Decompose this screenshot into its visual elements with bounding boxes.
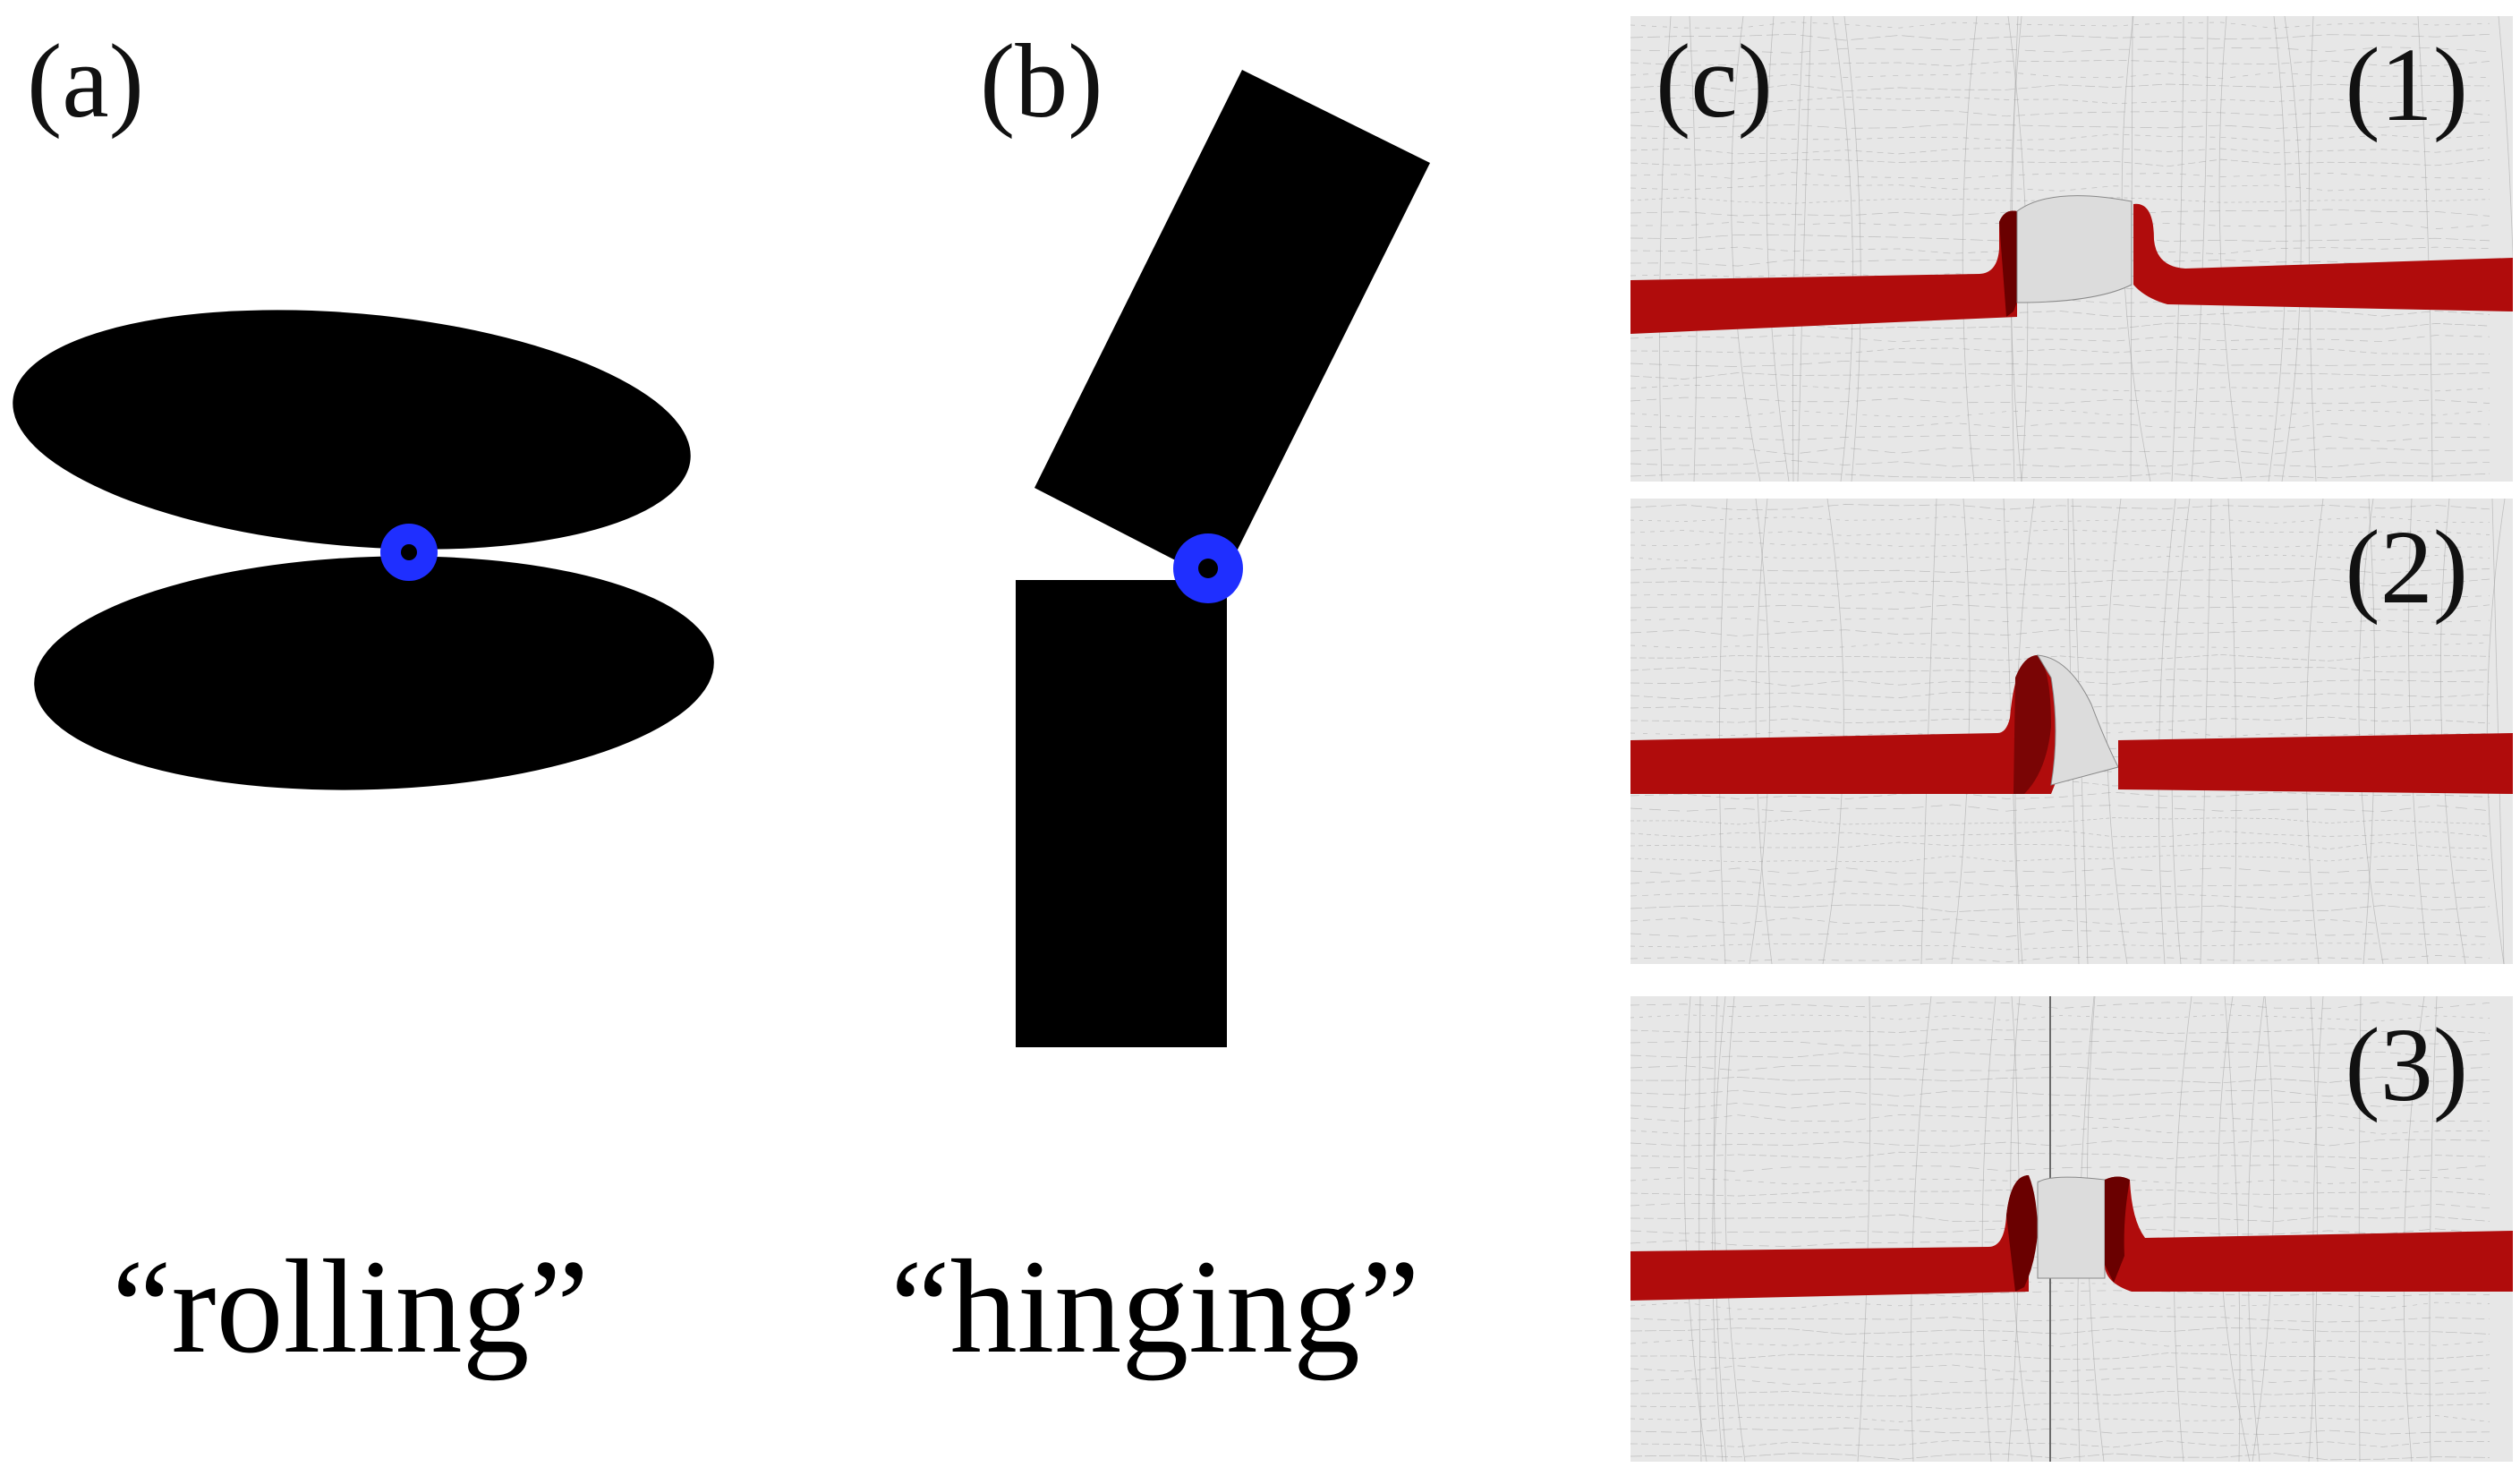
pivot-ring-icon [380, 524, 438, 581]
upper-rectangle [1034, 70, 1430, 584]
snapshot-frame-3: (3) [1630, 996, 2513, 1462]
frame-number: (1) [2345, 26, 2468, 143]
lower-rectangle [1016, 580, 1227, 1047]
lower-ellipse [34, 556, 714, 790]
frame-number: (2) [2345, 508, 2468, 626]
hinging-caption: “hinging” [890, 1233, 1420, 1381]
mesh-grid [1630, 16, 2513, 482]
mesh-render [1630, 996, 2513, 1462]
membrane [1630, 654, 2513, 794]
panel-b-label: (b) [980, 22, 1103, 140]
pivot-ring-icon [1173, 533, 1243, 603]
panel-a-label: (a) [27, 22, 144, 140]
mesh-render [1630, 499, 2513, 964]
upper-ellipse [13, 310, 691, 550]
rolling-caption: “rolling” [112, 1233, 590, 1381]
snapshot-frame-1: (1) [1630, 16, 2513, 482]
membrane [1630, 195, 2513, 334]
schematic-shapes [13, 70, 1430, 1047]
panel-c-label: (c) [1656, 22, 1773, 140]
mesh-render [1630, 16, 2513, 482]
snapshot-frame-2: (2) [1630, 499, 2513, 964]
frame-number: (3) [2345, 1006, 2468, 1123]
membrane [1630, 1175, 2513, 1301]
